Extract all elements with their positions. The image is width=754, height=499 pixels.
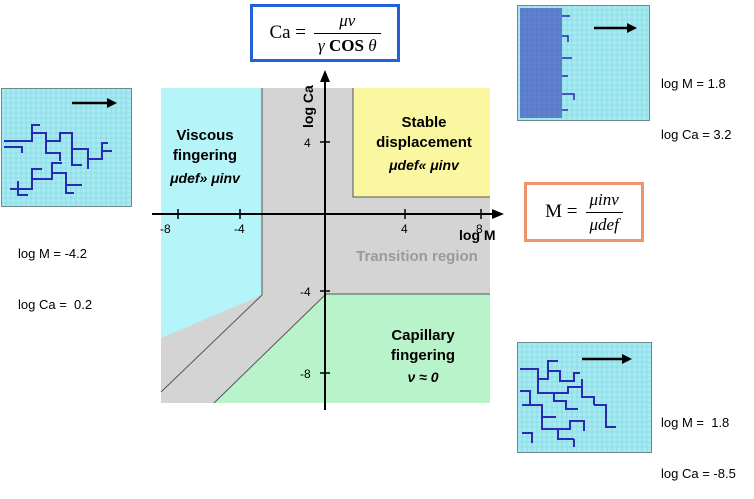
y-tick-label: -4 [300, 285, 311, 299]
viscous-relation: μdef» μinv [169, 170, 241, 186]
formula-lhs: M = [545, 201, 578, 222]
capillary-title: Capillary [391, 327, 455, 344]
capillary-fingering-region [214, 294, 490, 403]
x-tick-label: 8 [476, 222, 483, 236]
y-tick-label: -8 [300, 367, 311, 381]
simulation-thumbnail-capillary [517, 342, 652, 453]
simulation-thumbnail-viscous [1, 88, 132, 207]
x-tick-label: 4 [401, 222, 408, 236]
simulation-thumbnail-stable [517, 5, 650, 121]
x-axis-arrowhead [492, 209, 504, 219]
transition-region-label: Transition region [356, 248, 478, 265]
caption-log-m: log M = 1.8 [661, 415, 730, 430]
caption-log-m: log M = 1.8 [661, 76, 726, 91]
boundary-stable [352, 88, 490, 198]
boundary-viscous [160, 88, 263, 393]
pore-network-image [518, 6, 649, 120]
stable-relation: μdef« μinv [388, 157, 460, 173]
formula-fraction: μν γ COS θ [314, 11, 381, 56]
y-axis-arrowhead [320, 70, 330, 82]
viscous-subtitle: fingering [173, 147, 237, 164]
example-caption-viscous: log M = -4.2 log Ca = 0.2 [18, 211, 92, 330]
capillary-number-formula: Ca = μν γ COS θ [250, 4, 400, 62]
cos-symbol: COS [328, 35, 364, 55]
formula-denominator-text: μdef [589, 214, 619, 234]
caption-log-ca: log Ca = -8.5 [661, 466, 736, 481]
phase-diagram: -8 -4 4 8 4 -4 -8 log M log Ca Viscous f… [152, 70, 504, 410]
flow-direction-arrowhead [622, 354, 632, 364]
capillary-subtitle: fingering [391, 347, 455, 364]
example-caption-capillary: log M = 1.8 log Ca = -8.5 [661, 380, 736, 499]
theta-symbol: θ [363, 35, 377, 55]
y-axis-label: log Ca [300, 85, 316, 128]
caption-log-m: log M = -4.2 [18, 246, 88, 261]
example-caption-stable: log M = 1.8 log Ca = 3.2 [661, 41, 731, 160]
x-tick-label: -8 [160, 222, 171, 236]
gamma-symbol: γ [318, 35, 329, 55]
x-axis-label: log M [459, 227, 496, 243]
pore-network-image [518, 343, 651, 452]
stable-subtitle: displacement [376, 134, 472, 151]
viscous-title: Viscous [176, 127, 233, 144]
stable-title: Stable [401, 114, 446, 131]
flow-direction-arrowhead [627, 23, 637, 33]
caption-log-ca: log Ca = 3.2 [661, 127, 732, 142]
caption-log-ca: log Ca = 0.2 [18, 297, 93, 312]
stable-displacement-region [353, 88, 490, 197]
flow-direction-arrowhead [107, 98, 117, 108]
formula-numerator: μν [339, 10, 356, 30]
viscosity-ratio-formula: M = μinv μdef [524, 182, 644, 242]
formula-denominator: γ COS θ [314, 32, 381, 56]
pore-network-image [2, 89, 131, 206]
y-tick-label: 4 [304, 136, 311, 150]
formula-fraction: μinv μdef [585, 189, 623, 235]
formula-numerator: μinv [589, 189, 619, 209]
x-tick-label: -4 [234, 222, 245, 236]
formula-denominator: μdef [585, 211, 623, 235]
capillary-relation: ν ≈ 0 [407, 369, 438, 385]
formula-lhs: Ca = [269, 22, 307, 43]
